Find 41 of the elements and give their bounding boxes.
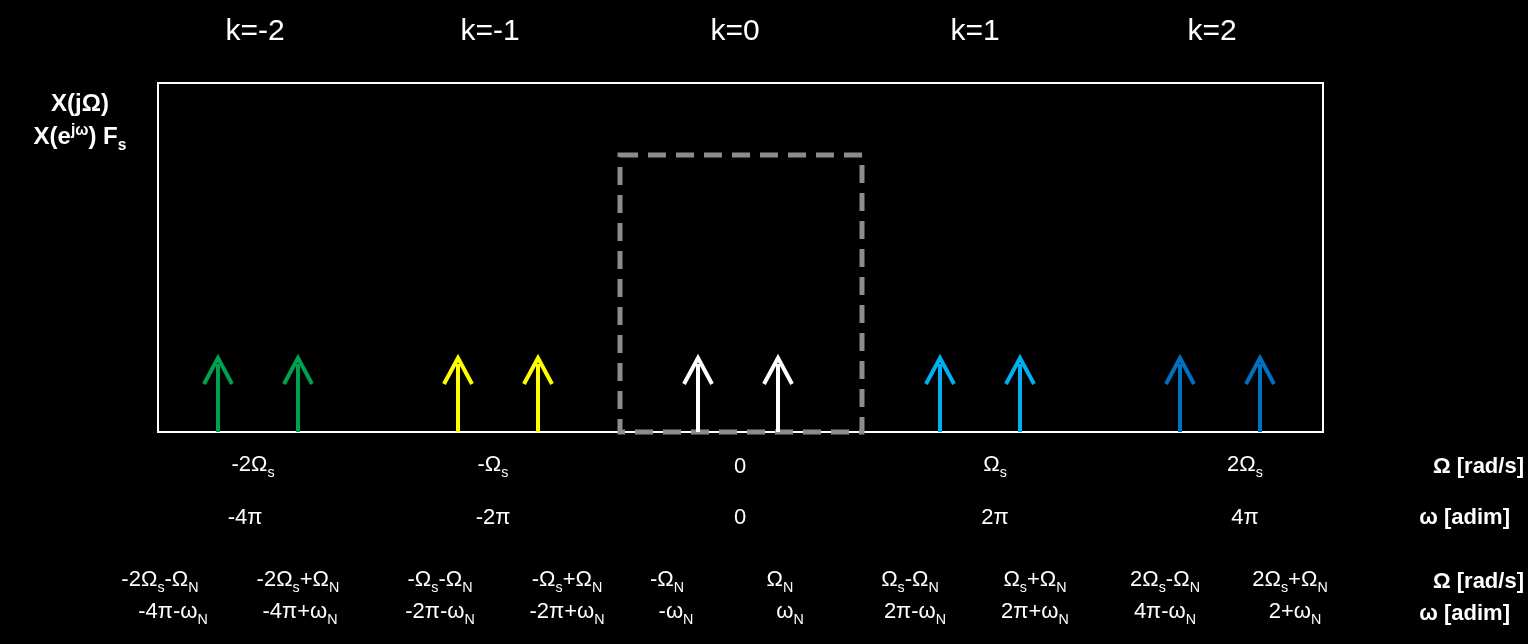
unit-label: Ω [rad/s] (1433, 455, 1524, 477)
frequency-label: -2Ω$_{s}$+Ω$_{N}$ (256, 568, 340, 594)
index-label: k=2 (1187, 15, 1237, 45)
frequency-label: -2π-ω$_{N}$ (405, 600, 475, 626)
frequency-label: -4π-ω$_{N}$ (138, 600, 208, 626)
axis-title: X(e$^{jω}$) F$_{s}$ (33, 121, 127, 153)
tick-label: Ω$_{s}$ (983, 453, 1007, 479)
tick-label: 0 (733, 506, 747, 528)
frequency-label: -ω$_{N}$ (658, 600, 694, 626)
frequency-label: -Ω$_{s}$+Ω$_{N}$ (531, 568, 603, 594)
frequency-label: 2π+ω$_{N}$ (1001, 600, 1069, 626)
frequency-label: 4π-ω$_{N}$ (1133, 600, 1197, 626)
tick-label: -2Ω$_{s}$ (231, 453, 275, 479)
tick-label: -2π (475, 506, 511, 528)
frequency-label: Ω$_{s}$-Ω$_{N}$ (881, 568, 939, 594)
frequency-label: Ω$_{N}$ (766, 568, 794, 594)
tick-label: -4π (227, 506, 263, 528)
frequency-label: 2π-ω$_{N}$ (883, 600, 947, 626)
frequency-label: 2+ω$_{N}$ (1268, 600, 1322, 626)
frequency-label: ω$_{N}$ (776, 600, 804, 626)
frequency-label: -Ω$_{s}$-Ω$_{N}$ (407, 568, 473, 594)
frequency-label: -Ω$_{N}$ (649, 568, 685, 594)
frequency-label: Ω$_{s}$+Ω$_{N}$ (1003, 568, 1067, 594)
frequency-label: -4π+ω$_{N}$ (262, 600, 338, 626)
tick-label: 2π (981, 506, 1009, 528)
index-label: k=0 (710, 15, 760, 45)
tick-label: 2Ω$_{s}$ (1227, 453, 1263, 479)
tick-label: 4π (1231, 506, 1259, 528)
frequency-label: 2Ω$_{s}$-Ω$_{N}$ (1130, 568, 1200, 594)
unit-label: Ω [rad/s] (1433, 570, 1524, 592)
index-label: k=1 (950, 15, 1000, 45)
index-label: k=-2 (225, 15, 285, 45)
axis-title: X(jΩ) (51, 91, 109, 115)
tick-label: 0 (733, 455, 747, 477)
tick-label: -Ω$_{s}$ (477, 453, 509, 479)
unit-label: ω [adim] (1419, 506, 1510, 528)
frequency-label: -2Ω$_{s}$-Ω$_{N}$ (121, 568, 199, 594)
frequency-label: 2Ω$_{s}$+Ω$_{N}$ (1252, 568, 1328, 594)
index-label: k=-1 (460, 15, 520, 45)
frequency-label: -2π+ω$_{N}$ (529, 600, 605, 626)
unit-label: ω [adim] (1419, 602, 1510, 624)
